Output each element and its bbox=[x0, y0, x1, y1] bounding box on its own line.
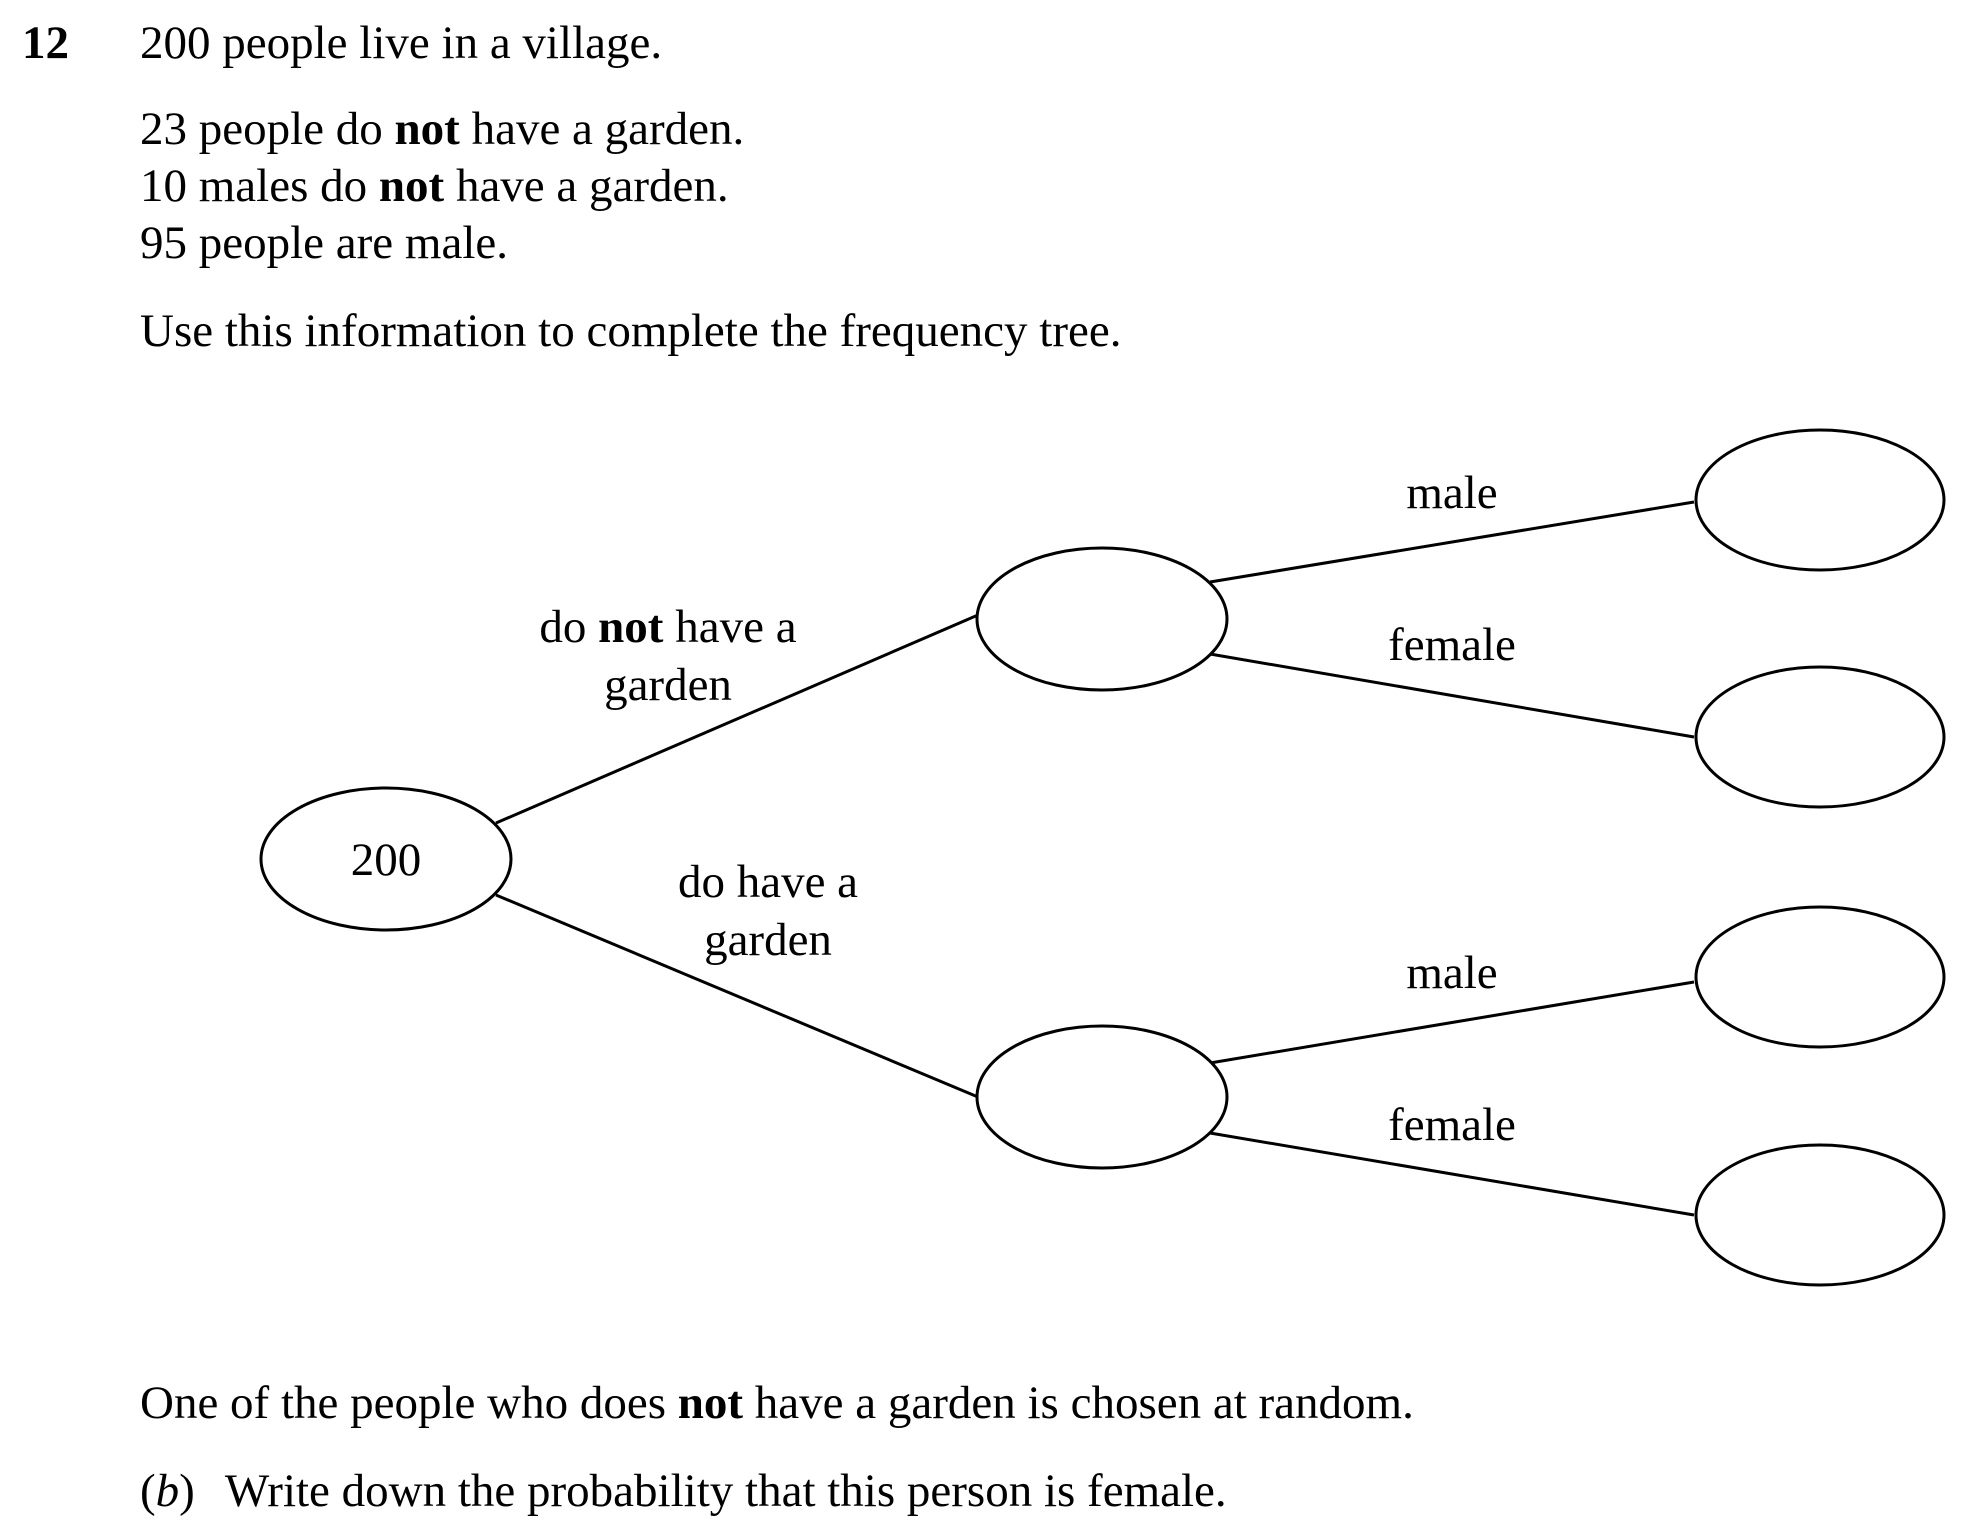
node-garden-answer[interactable] bbox=[975, 1024, 1229, 1170]
branch-line-upper-male bbox=[1209, 500, 1695, 584]
label-no-garden-line1: do not have a bbox=[539, 601, 796, 653]
part-b-label: b bbox=[155, 1465, 180, 1517]
label-lower-male: male bbox=[1406, 947, 1497, 999]
node-no-garden-male-answer[interactable] bbox=[1694, 428, 1946, 572]
follow-up-statement: One of the people who does not have a ga… bbox=[140, 1377, 1414, 1429]
part-b-text: Write down the probability that this per… bbox=[224, 1465, 1227, 1517]
node-no-garden-female-answer[interactable] bbox=[1694, 665, 1946, 809]
emphasis-not: not bbox=[677, 1377, 744, 1429]
question-intro: 200 people live in a village. bbox=[140, 17, 663, 69]
part-b: (b)Write down the probability that this … bbox=[140, 1465, 1227, 1517]
fact-males-no-garden: 10 males do not have a garden. bbox=[140, 160, 729, 212]
emphasis-not: not bbox=[598, 601, 664, 653]
emphasis-not: not bbox=[394, 103, 460, 155]
branch-line-lower-male bbox=[1209, 980, 1695, 1065]
label-garden-line2: garden bbox=[704, 914, 832, 966]
emphasis-not: not bbox=[378, 160, 445, 212]
instruction: Use this information to complete the fre… bbox=[140, 305, 1122, 357]
branch-line-no-garden bbox=[495, 613, 979, 825]
label-garden-line1: do have a bbox=[678, 856, 858, 908]
question-number: 12 bbox=[22, 17, 69, 69]
fact-no-garden: 23 people do not have a garden. bbox=[140, 103, 745, 155]
root-value: 200 bbox=[351, 834, 422, 886]
fact-males: 95 people are male. bbox=[140, 217, 508, 269]
label-no-garden-line2: garden bbox=[604, 659, 732, 711]
branch-line-upper-female bbox=[1209, 652, 1695, 739]
label-lower-female: female bbox=[1388, 1099, 1516, 1151]
branch-line-garden bbox=[495, 893, 979, 1099]
root-node bbox=[259, 786, 513, 932]
node-garden-male-answer[interactable] bbox=[1694, 905, 1946, 1049]
node-no-garden-answer[interactable] bbox=[975, 546, 1229, 692]
node-garden-female-answer[interactable] bbox=[1694, 1143, 1946, 1287]
label-upper-female: female bbox=[1388, 619, 1516, 671]
label-upper-male: male bbox=[1406, 467, 1497, 519]
branch-line-lower-female bbox=[1209, 1131, 1695, 1217]
